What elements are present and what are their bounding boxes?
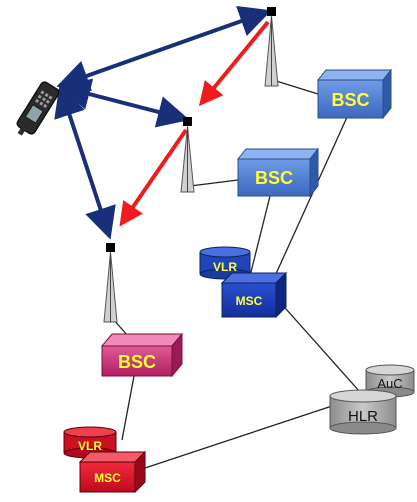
vlr-blue: VLR: [199, 246, 251, 280]
link-bsc-middle-msc-blue: [249, 195, 271, 277]
bsc-top: BSC: [316, 68, 393, 120]
link-msc-blue-hlr: [277, 299, 361, 393]
bsc-top-label: BSC: [331, 90, 369, 110]
msc-red: MSC: [78, 450, 147, 494]
connection-lines: [111, 79, 361, 469]
msc-red-label: MSC: [94, 471, 121, 485]
bsc-bottom: BSC: [100, 332, 184, 378]
handover-arrow-2: [119, 128, 188, 227]
msc-blue-label: MSC: [236, 294, 263, 308]
hlr-database: HLR: [329, 389, 397, 435]
handover-arrow-1: [198, 20, 270, 107]
handover-arrows: [119, 20, 270, 227]
bsc-middle-label: BSC: [255, 168, 293, 188]
link-bsc-top-msc-blue: [274, 114, 349, 277]
mobile-phone-icon: [16, 81, 60, 136]
radio-link-tower2: [58, 78, 190, 128]
radio-link-tower1: [56, 5, 272, 92]
bsc-bottom-label: BSC: [118, 352, 156, 372]
radio-links: [54, 5, 272, 240]
bsc-middle: BSC: [236, 147, 320, 198]
link-tower1-bsc-top: [272, 79, 319, 95]
auc-label: AuC: [377, 376, 402, 391]
vlr-blue-label: VLR: [213, 260, 237, 274]
hlr-label: HLR: [348, 408, 378, 425]
msc-blue: MSC: [220, 271, 288, 319]
vlr-red-label: VLR: [78, 439, 102, 453]
link-bsc-bottom-msc-red: [121, 375, 135, 441]
antenna-mast-icon: [264, 7, 279, 87]
link-tower2-bsc-middle: [189, 179, 239, 187]
antenna-mast-icon: [103, 243, 118, 323]
antenna-mast-icon: [180, 117, 195, 193]
radio-link-tower3: [54, 84, 116, 240]
link-msc-red-hlr: [144, 405, 333, 469]
